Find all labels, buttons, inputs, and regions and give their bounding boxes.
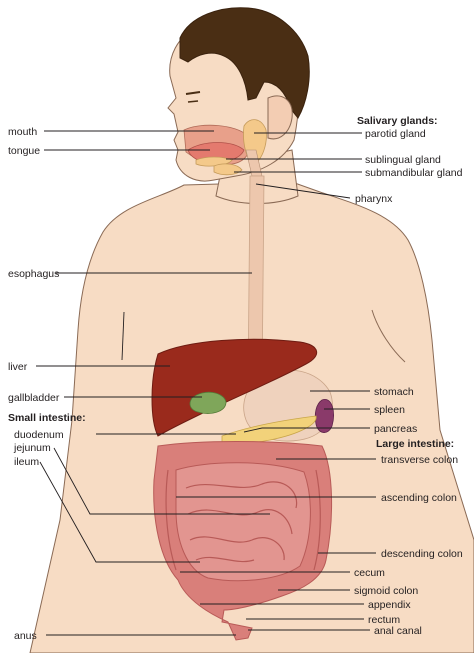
small-intestine-header: Small intestine: bbox=[8, 412, 86, 424]
label-tongue: tongue bbox=[8, 145, 40, 157]
label-appendix: appendix bbox=[368, 599, 411, 611]
label-sigmoid-colon: sigmoid colon bbox=[354, 585, 418, 597]
oral-structures bbox=[183, 119, 267, 177]
leader-lines bbox=[36, 130, 376, 636]
label-gallbladder: gallbladder bbox=[8, 392, 60, 404]
intestine-coil-2 bbox=[187, 509, 293, 535]
label-anal-canal: anal canal bbox=[374, 625, 422, 637]
label-submandibular-gland: submandibular gland bbox=[365, 167, 463, 179]
label-descending-colon: descending colon bbox=[381, 548, 463, 560]
abdominal-organs bbox=[151, 338, 334, 445]
label-ileum: ileum bbox=[14, 456, 39, 468]
label-spleen: spleen bbox=[374, 404, 405, 416]
arm-crease-right bbox=[371, 309, 406, 363]
label-sublingual-gland: sublingual gland bbox=[365, 154, 441, 166]
intestine-coil-3 bbox=[189, 536, 285, 561]
label-cecum: cecum bbox=[354, 567, 385, 579]
salivary-glands-header: Salivary glands: bbox=[357, 115, 438, 127]
label-stomach: stomach bbox=[374, 386, 414, 398]
eye bbox=[187, 100, 199, 103]
label-parotid-gland: parotid gland bbox=[365, 128, 426, 140]
liver-shape bbox=[151, 338, 317, 437]
labels: Salivary glands: Small intestine: Large … bbox=[8, 115, 463, 642]
eyebrow bbox=[185, 91, 201, 95]
label-anus: anus bbox=[14, 630, 37, 642]
ascending-colon-haustra bbox=[165, 469, 177, 571]
label-liver: liver bbox=[8, 361, 28, 373]
gallbladder-shape bbox=[189, 391, 227, 414]
label-esophagus: esophagus bbox=[8, 268, 59, 280]
label-pancreas: pancreas bbox=[374, 423, 417, 435]
label-transverse-colon: transverse colon bbox=[381, 454, 458, 466]
label-duodenum: duodenum bbox=[14, 429, 64, 441]
intestine-coil-1 bbox=[185, 481, 298, 509]
descending-colon-haustra bbox=[313, 469, 321, 571]
large-intestine-header: Large intestine: bbox=[376, 438, 454, 450]
label-ascending-colon: ascending colon bbox=[381, 492, 457, 504]
arm-crease-left bbox=[121, 311, 125, 361]
label-rectum: rectum bbox=[368, 614, 400, 626]
intestine-coil-4 bbox=[195, 556, 255, 563]
label-mouth: mouth bbox=[8, 126, 37, 138]
label-jejunum: jejunum bbox=[13, 442, 51, 454]
small-intestine-shape bbox=[175, 462, 311, 582]
spleen-shape bbox=[314, 399, 334, 433]
ear bbox=[267, 95, 293, 140]
hair bbox=[179, 7, 310, 119]
label-pharynx: pharynx bbox=[355, 193, 393, 205]
